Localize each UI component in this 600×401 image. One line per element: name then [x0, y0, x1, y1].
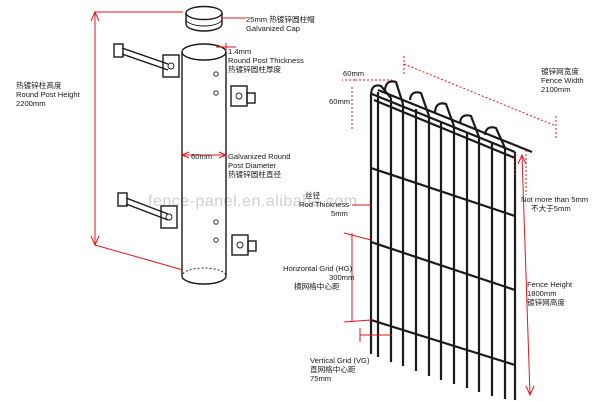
post-cap — [185, 5, 223, 32]
panel-horizontal-wires — [370, 166, 516, 367]
hgrid-label-cn: 横网格中心距 — [294, 281, 340, 291]
gap-label: Not more than 5mm — [521, 195, 588, 204]
vgrid-label: Vertical Grid (VG) — [310, 356, 370, 365]
watermark-text: fence-panel.en.alibaba.com — [148, 193, 358, 210]
bolt-clamp-lower — [117, 192, 257, 256]
cap-label-text: Galvanized Cap — [246, 24, 300, 33]
top-width-value: 60mm — [343, 69, 364, 78]
post-height-dimension — [90, 10, 184, 271]
diameter-value: 60mm — [191, 152, 212, 161]
thickness-value: 1.4mm — [228, 47, 251, 56]
rod-label: Rod Thickness — [299, 200, 349, 209]
post-body — [181, 43, 227, 285]
fence-width-label: Fence Width — [541, 76, 584, 85]
vgrid-dimension — [359, 328, 392, 342]
bolt-clamp-upper — [113, 43, 256, 107]
vgrid-label-cn: 直网格中心距 — [310, 364, 356, 374]
height-label-cn: 热镀锌柱高度 — [16, 80, 62, 90]
top-width-dimension — [342, 79, 392, 130]
fence-width-label-cn: 镀锌网宽度 — [541, 66, 579, 76]
fence-height-dimension — [517, 153, 535, 397]
hgrid-label: Horizontal Grid (HG) — [283, 264, 353, 273]
hgrid-dimension — [343, 232, 372, 323]
thickness-label: Round Post Thickness — [228, 56, 304, 65]
fence-height-label: Fence Height — [527, 280, 573, 289]
hgrid-value: 300mm — [329, 273, 354, 282]
round-post: 25mm 热镀锌圆柱帽 Galvanized Cap 1.4mm Round P… — [16, 5, 315, 285]
thickness-leader — [216, 43, 236, 52]
panel-vertical-wires — [369, 92, 517, 400]
height-label: Round Post Height — [16, 90, 81, 99]
cap-size-text: 25mm 热镀锌圆柱帽 — [246, 14, 315, 24]
top-height-value: 60mm — [329, 97, 350, 106]
fence-panel: 镀锌网宽度 Fence Width 2100mm 60mm 60mm 丝径 Ro… — [283, 56, 588, 400]
vgrid-value: 75mm — [310, 374, 331, 383]
fence-width-dimension — [403, 56, 557, 140]
thickness-label-cn: 热镀锌圆柱厚度 — [228, 64, 282, 74]
diameter-label-2: Post Diameter — [228, 161, 277, 170]
fence-height-label-cn: 镀锌网高度 — [527, 297, 565, 307]
fence-width-value: 2100mm — [541, 85, 571, 94]
diameter-label-cn: 热镀锌圆柱直径 — [228, 169, 282, 179]
panel-top-loops — [369, 80, 533, 160]
diameter-dimension — [180, 151, 228, 159]
rod-label-cn: 丝径 — [305, 190, 321, 200]
gap-label-cn: 不大于5mm — [531, 203, 571, 213]
height-value: 2200mm — [16, 99, 46, 108]
rod-value: 5mm — [331, 209, 348, 218]
fence-height-value: 1800mm — [527, 289, 557, 298]
diameter-label: Galvanized Round — [228, 152, 290, 161]
